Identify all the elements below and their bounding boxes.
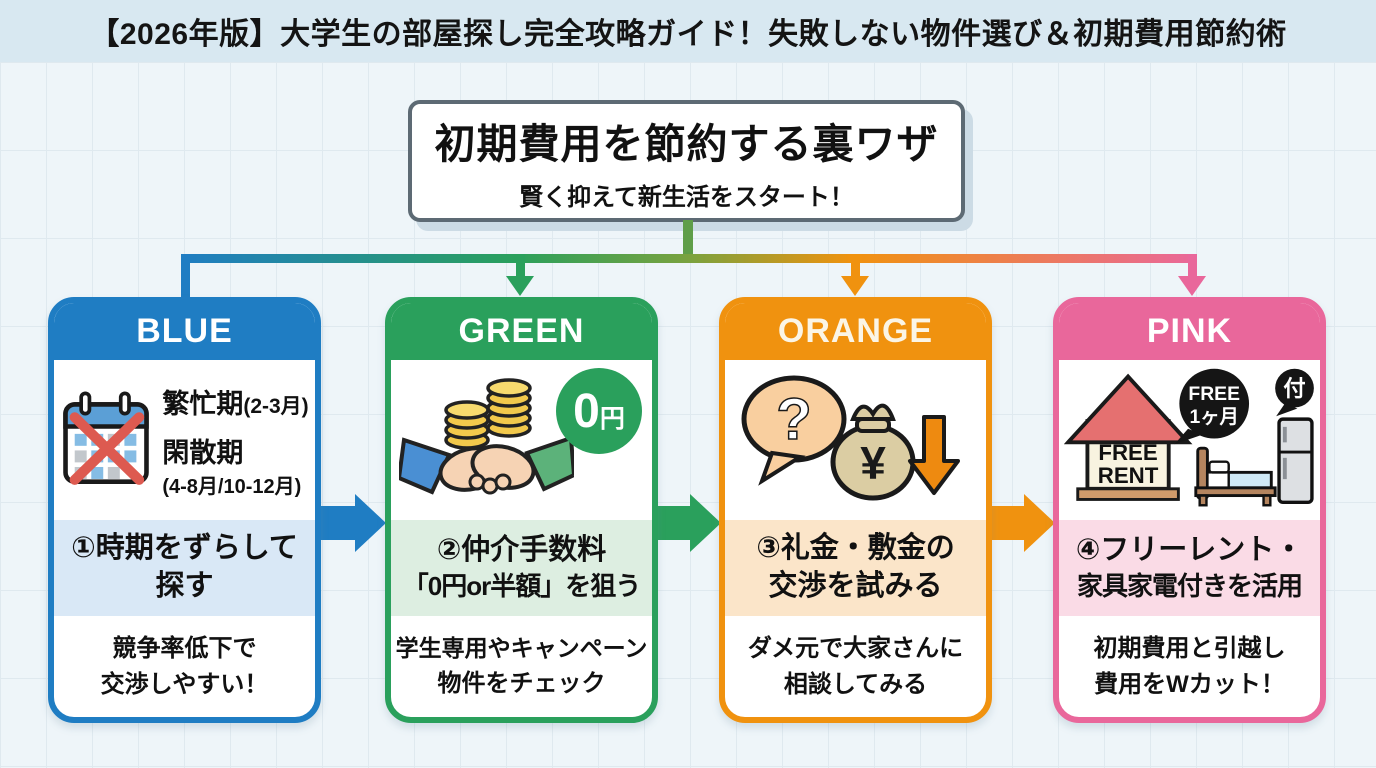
card-pink: PINK FREE RENT FREE 1ヶ月 — [1053, 297, 1326, 723]
slow-season-label: 閑散期 — [162, 437, 244, 468]
header-box: 初期費用を節約する裏ワザ 賢く抑えて新生活をスタート！ — [408, 100, 965, 222]
free-rent-furnished-icon: FREE RENT FREE 1ヶ月 — [1063, 363, 1316, 518]
svg-text:付: 付 — [1283, 375, 1305, 400]
arrow-right-green-head — [690, 494, 721, 552]
card-heading: ①時期をずらして 探す — [54, 520, 315, 616]
arrow-right-blue — [319, 506, 357, 540]
card-heading: ③礼金・敷金の 交渉を試みる — [725, 520, 986, 616]
card-label: BLUE — [54, 303, 315, 360]
arrow-down-orange-head — [841, 276, 869, 296]
header-subtitle: 賢く抑えて新生活をスタート！ — [519, 184, 854, 211]
card-icon-area: FREE RENT FREE 1ヶ月 — [1059, 360, 1320, 520]
arrow-down-pink — [1188, 254, 1197, 278]
arrow-down-orange — [851, 254, 860, 278]
card-orange: ORANGE ? ¥ ③礼金・敷金の 交渉を試みる ダメ元で大家さんに — [719, 297, 992, 723]
card-description: 競争率低下で 交渉しやすい！ — [100, 634, 269, 698]
page-title: 【2026年版】大学生の部屋探し完全攻略ガイド！失敗しない物件選び＆初期費用節約… — [0, 0, 1376, 62]
arrow-down-pink-head — [1178, 276, 1206, 296]
busy-season-label: 繁忙期(2-3月) — [162, 388, 309, 419]
card-blue: BLUE 繁忙期(2-3月) — [48, 297, 321, 723]
svg-text:?: ? — [776, 387, 811, 452]
svg-text:FREE: FREE — [1188, 382, 1240, 404]
svg-text:RENT: RENT — [1097, 463, 1158, 488]
question-moneybag-icon: ? ¥ — [736, 367, 976, 514]
svg-text:FREE: FREE — [1098, 439, 1157, 464]
header-title: 初期費用を節約する裏ワザ — [434, 121, 939, 167]
card-heading: ④フリーレント・ 家具家電付きを活用 — [1059, 520, 1320, 616]
arrow-right-orange-head — [1024, 494, 1055, 552]
arrow-down-green — [516, 254, 525, 278]
card-label: GREEN — [391, 303, 652, 360]
connector-gradient-line — [181, 254, 1197, 263]
card-label: PINK — [1059, 303, 1320, 360]
calendar-x-icon — [60, 388, 152, 493]
arrow-right-orange — [988, 506, 1026, 540]
arrow-right-blue-head — [355, 494, 386, 552]
slow-season-months: (4-8月/10-12月) — [162, 475, 302, 498]
connector-stub — [683, 220, 693, 256]
connector-leg-blue — [181, 254, 190, 298]
card-icon-area: ? ¥ — [725, 360, 986, 520]
card-description: ダメ元で大家さんに 相談してみる — [747, 634, 964, 698]
card-heading: ②仲介手数料 「0円or半額」を狙う — [391, 520, 652, 616]
card-description: 学生専用やキャンペーン 物件をチェック — [395, 635, 648, 697]
arrow-down-green-head — [506, 276, 534, 296]
card-label: ORANGE — [725, 303, 986, 360]
svg-text:1ヶ月: 1ヶ月 — [1189, 406, 1238, 428]
svg-text:¥: ¥ — [860, 437, 886, 489]
arrow-right-green — [654, 506, 692, 540]
card-icon-area: 繁忙期(2-3月) 閑散期 (4-8月/10-12月) — [54, 360, 315, 520]
handshake-coins-icon — [396, 368, 577, 513]
card-description: 初期費用と引越し 費用をWカット！ — [1093, 634, 1286, 698]
